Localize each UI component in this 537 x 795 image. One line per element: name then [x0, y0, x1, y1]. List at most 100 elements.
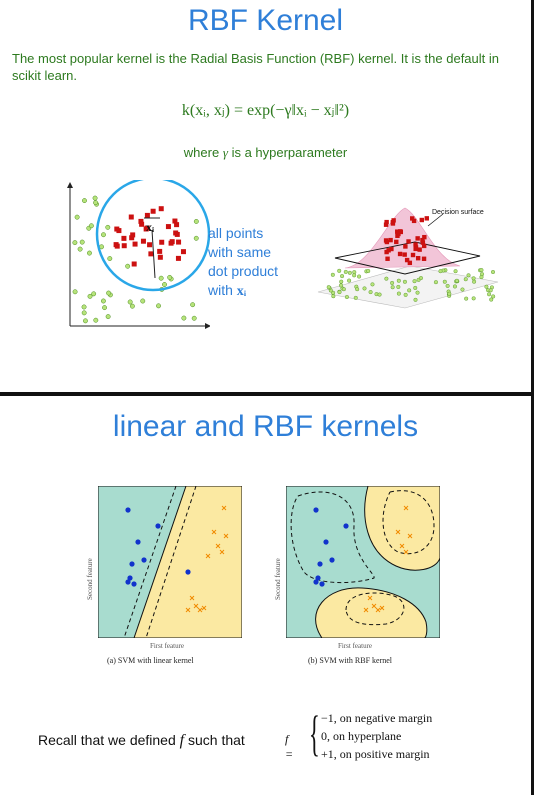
negative-point — [131, 581, 137, 587]
recall-sentence: Recall that we defined f such that — [38, 732, 245, 750]
note-prefix: where — [183, 145, 223, 160]
red-point — [415, 255, 421, 261]
green-point — [105, 314, 111, 320]
plot-b-ylabel: Second feature — [274, 558, 282, 600]
red-point — [383, 222, 389, 227]
red-point — [411, 218, 417, 224]
red-point — [158, 206, 164, 212]
positive-class-points — [363, 505, 413, 613]
positive-class-points — [185, 505, 229, 613]
positive-point — [379, 605, 385, 611]
positive-point — [371, 603, 377, 609]
red-point — [415, 236, 420, 241]
green-point — [347, 278, 352, 283]
green-point — [491, 294, 496, 299]
case-negative: −1, on negative margin — [321, 711, 433, 725]
red-point — [390, 221, 396, 226]
green-point — [156, 303, 161, 309]
gamma-symbol: γ — [222, 145, 228, 160]
positive-point — [367, 595, 373, 601]
annotation-line-4: with xᵢ — [208, 281, 278, 301]
green-point — [87, 293, 93, 299]
green-point — [72, 240, 78, 246]
negative-class-points — [313, 507, 349, 587]
green-point — [464, 296, 469, 301]
green-point — [341, 287, 346, 292]
green-point — [191, 315, 197, 321]
green-point — [396, 284, 401, 289]
green-point — [129, 303, 135, 309]
red-point — [169, 239, 175, 245]
plot-a-xlabel: First feature — [150, 642, 185, 650]
red-point — [389, 246, 394, 252]
f-label: f = — [285, 732, 294, 761]
green-point — [77, 246, 83, 252]
green-point — [337, 290, 342, 295]
surface-pointer — [427, 213, 444, 227]
green-point — [402, 279, 407, 284]
green-point — [447, 291, 452, 296]
annotation-prefix: with — [208, 282, 237, 298]
red-point — [394, 239, 399, 245]
hyperplane-curve — [315, 587, 428, 638]
red-point — [173, 230, 179, 236]
positive-point — [205, 553, 211, 559]
margin-line — [145, 486, 197, 638]
negative-point — [313, 507, 319, 513]
positive-point — [363, 607, 369, 613]
green-point — [102, 305, 107, 311]
hyperplane-line — [133, 486, 187, 638]
red-point — [388, 237, 393, 243]
green-point — [396, 291, 401, 296]
positive-point — [403, 549, 409, 555]
negative-point — [129, 561, 135, 567]
green-point — [81, 310, 87, 316]
decision-surface-figure: Decision surface — [317, 207, 499, 309]
red-point — [121, 243, 127, 249]
positive-region-bottom — [315, 587, 427, 638]
green-point — [82, 198, 87, 204]
annotation-symbol: xᵢ — [236, 284, 247, 299]
green-point — [88, 223, 94, 229]
green-point — [471, 296, 476, 301]
green-point — [438, 269, 443, 274]
green-point — [347, 270, 352, 275]
green-point — [93, 200, 99, 206]
red-point — [121, 235, 127, 241]
decision-plane — [334, 241, 481, 275]
red-point — [410, 216, 415, 221]
slide-border — [531, 0, 534, 795]
green-point — [331, 294, 336, 299]
negative-point — [319, 581, 325, 587]
red-point — [174, 222, 180, 228]
green-point — [413, 297, 418, 302]
negative-point — [313, 579, 319, 585]
green-point — [442, 279, 447, 284]
red-point — [413, 242, 418, 247]
green-point — [340, 274, 345, 279]
dot-product-circle — [95, 180, 210, 292]
red-point — [180, 249, 186, 255]
green-point — [460, 287, 465, 292]
lifted-red-points — [383, 216, 429, 266]
red-point — [140, 238, 146, 244]
negative-point — [317, 561, 323, 567]
green-point — [326, 285, 331, 290]
negative-margin — [290, 491, 375, 584]
green-point — [445, 283, 450, 288]
surface-label: Decision surface — [432, 209, 484, 216]
green-point — [87, 250, 92, 256]
green-point — [101, 232, 106, 238]
red-point — [402, 252, 407, 257]
annotation-line-3: dot product — [208, 263, 279, 279]
green-point — [193, 235, 199, 241]
green-point — [491, 270, 496, 275]
green-point — [92, 195, 98, 201]
green-point — [390, 280, 395, 285]
red-point — [147, 242, 153, 248]
green-point — [472, 279, 477, 284]
green-point — [471, 276, 476, 281]
positive-point — [189, 595, 195, 601]
red-point — [159, 239, 165, 245]
red-point — [422, 234, 427, 240]
